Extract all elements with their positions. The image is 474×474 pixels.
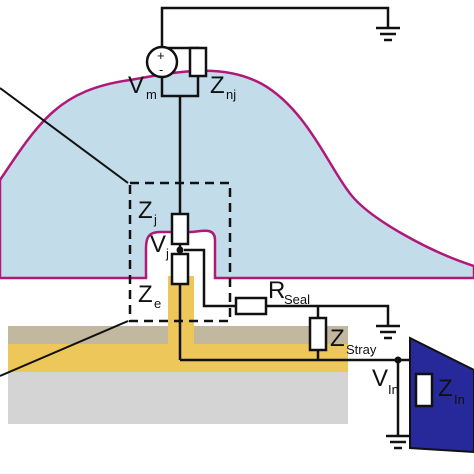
source-plus-label: +: [157, 48, 165, 63]
node-dot-stray: [394, 356, 402, 364]
zin-resistor-icon: [414, 372, 434, 408]
ground-top-icon: [376, 26, 400, 42]
zstray-resistor-icon: [308, 316, 328, 352]
vj-label: V: [150, 231, 166, 258]
zstray-subscript: Stray: [346, 342, 377, 357]
rseal-resistor-icon: [234, 296, 268, 316]
zin-label: Z: [438, 375, 453, 402]
znj-label: Z: [210, 72, 225, 99]
vm-label: V: [128, 72, 144, 99]
zj-label: Z: [138, 197, 153, 224]
zj-subscript: j: [153, 212, 157, 227]
vm-subscript: m: [146, 87, 157, 102]
ground-bottom-icon: [386, 434, 410, 450]
ze-resistor-icon: [170, 252, 190, 286]
electrode-gold-layer: [8, 344, 348, 372]
node-dot-vj: [176, 246, 184, 254]
znj-resistor-icon: [188, 46, 208, 78]
vj-subscript: j: [165, 246, 169, 261]
ground-seal-icon: [376, 324, 400, 340]
source-minus-label: -: [159, 62, 163, 77]
zj-resistor-icon: [170, 212, 190, 246]
rseal-subscript: Seal: [284, 292, 310, 307]
zstray-label: Z: [330, 325, 345, 352]
neuron-cell: [0, 69, 474, 280]
ze-label: Z: [138, 281, 153, 308]
zin-subscript: In: [454, 392, 465, 407]
rseal-label: R: [268, 277, 285, 304]
voltage-source-icon: [145, 45, 179, 79]
pointer-line-upper: [0, 87, 129, 184]
amplifier-icon: [409, 336, 474, 454]
ze-subscript: e: [154, 296, 161, 311]
pointer-line-lower: [0, 320, 129, 377]
znj-subscript: nj: [226, 87, 236, 102]
vin-subscript: In: [388, 382, 399, 397]
substrate-layer: [8, 372, 348, 424]
vin-label: V: [372, 365, 388, 392]
